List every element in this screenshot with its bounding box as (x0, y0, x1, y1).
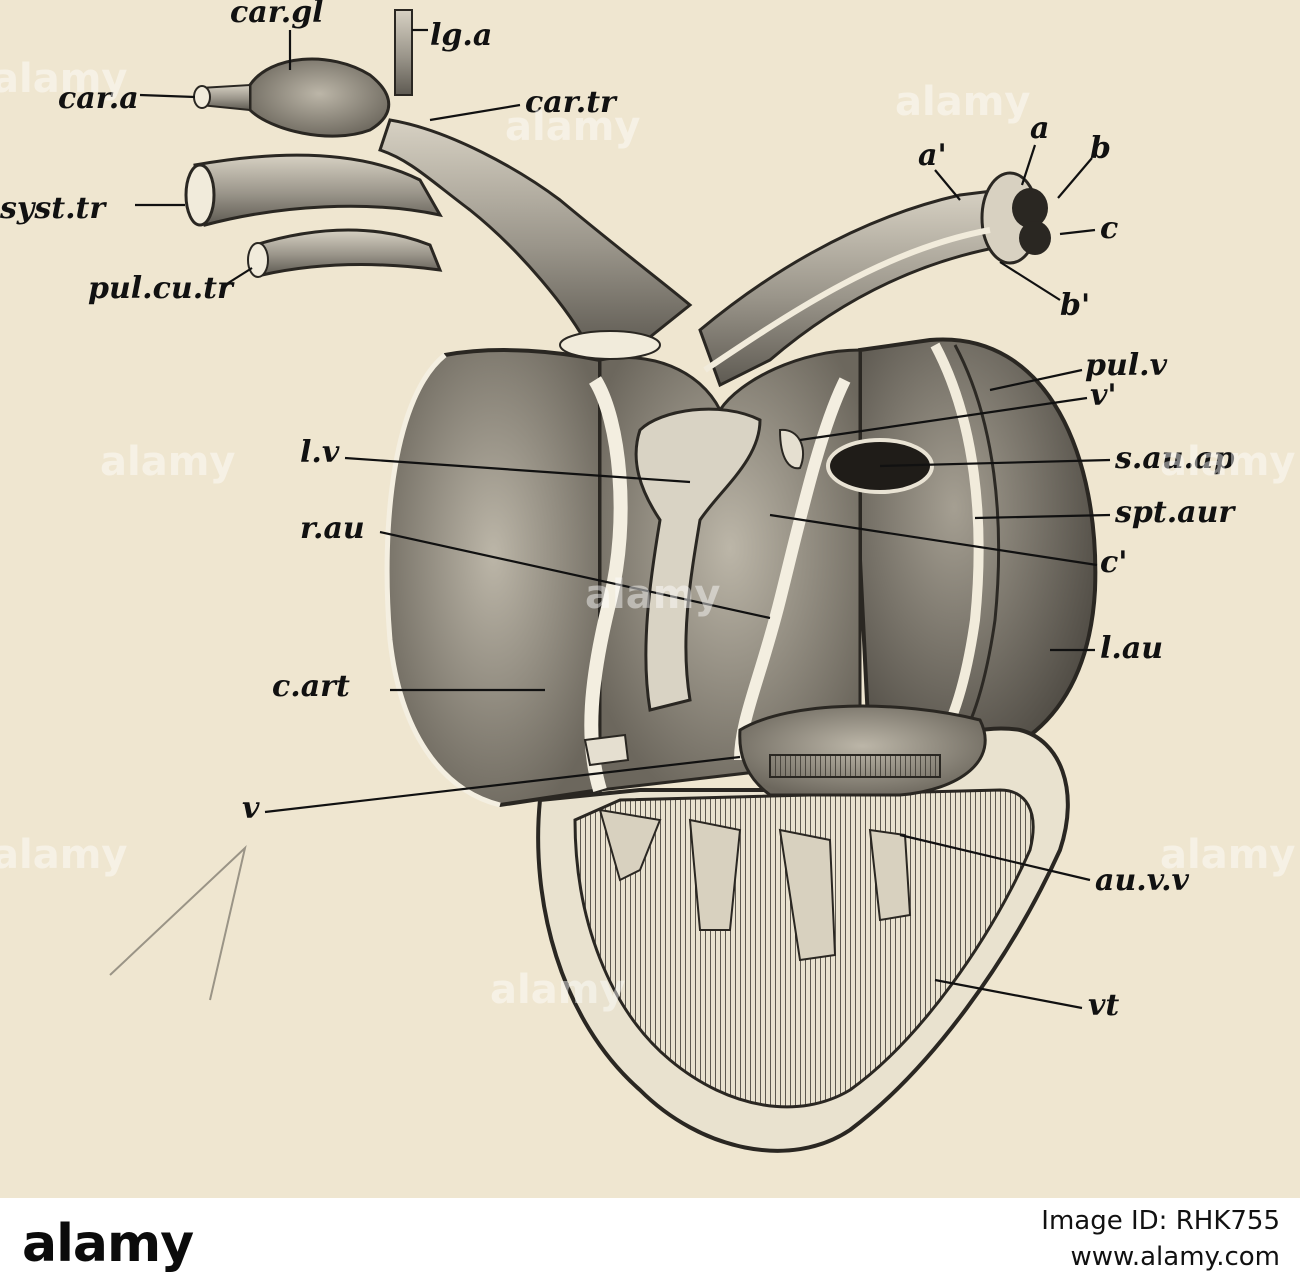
label-car-tr: car.tr (525, 85, 618, 120)
stock-footer: alamy Image ID: RHK755 www.alamy.com (0, 1198, 1300, 1288)
label-r-au: r.au (300, 511, 365, 546)
watermark: alamy (505, 104, 640, 150)
label-c-art: c.art (272, 669, 350, 704)
watermark: alamy (585, 572, 720, 618)
label-car-a: car.a (58, 81, 139, 116)
label-v-prime: v' (1090, 378, 1117, 413)
site-url[interactable]: www.alamy.com (1070, 1242, 1280, 1272)
label-l-au: l.au (1100, 631, 1163, 666)
label-c-prime: c' (1100, 545, 1127, 580)
label-pul-v: pul.v (1085, 348, 1168, 383)
alamy-logo[interactable]: alamy (22, 1214, 194, 1274)
label-car-gl: car.gl (230, 0, 324, 30)
labels: car.gl lg.a car.a car.tr syst.tr pul.cu.… (0, 0, 1236, 1023)
label-c: c (1100, 211, 1118, 246)
right-auricle (384, 348, 602, 808)
image-id: Image ID: RHK755 (1041, 1206, 1280, 1236)
watermark: alamy (0, 832, 127, 878)
label-b: b (1090, 131, 1111, 166)
watermark: alamy (1160, 439, 1295, 485)
watermark: alamy (895, 79, 1030, 125)
label-b-prime: b' (1060, 288, 1090, 323)
label-a: a (1030, 111, 1049, 146)
label-v: v (242, 791, 260, 826)
watermark: alamy (0, 56, 127, 102)
pulmo-cutaneous-trunk (247, 228, 443, 278)
watermark: alamy (490, 967, 625, 1013)
engraving-plate: car.gl lg.a car.a car.tr syst.tr pul.cu.… (0, 0, 1300, 1198)
leader-lines (109, 28, 1111, 1010)
watermarks: alamy alamy alamy alamy alamy alamy alam… (0, 56, 1295, 1013)
label-vt: vt (1088, 988, 1119, 1023)
systemic-trunk (184, 153, 443, 227)
label-a-prime: a' (918, 138, 947, 173)
label-pul-cu-tr: pul.cu.tr (88, 271, 235, 306)
ventricle (536, 704, 1070, 1153)
truncus-arteriosus (698, 171, 1051, 388)
watermark: alamy (1160, 832, 1295, 878)
label-lg-a: lg.a (430, 18, 492, 53)
label-syst-tr: syst.tr (0, 191, 107, 226)
heart-diagram: car.gl lg.a car.a car.tr syst.tr pul.cu.… (0, 0, 1295, 1153)
carotid-trunk (193, 9, 693, 360)
watermark: alamy (100, 439, 235, 485)
label-spt-aur: spt.aur (1114, 495, 1236, 530)
label-l-v: l.v (300, 435, 340, 470)
label-s-au-ap: s.au.ap (1114, 441, 1234, 476)
label-au-v-v: au.v.v (1095, 863, 1190, 898)
